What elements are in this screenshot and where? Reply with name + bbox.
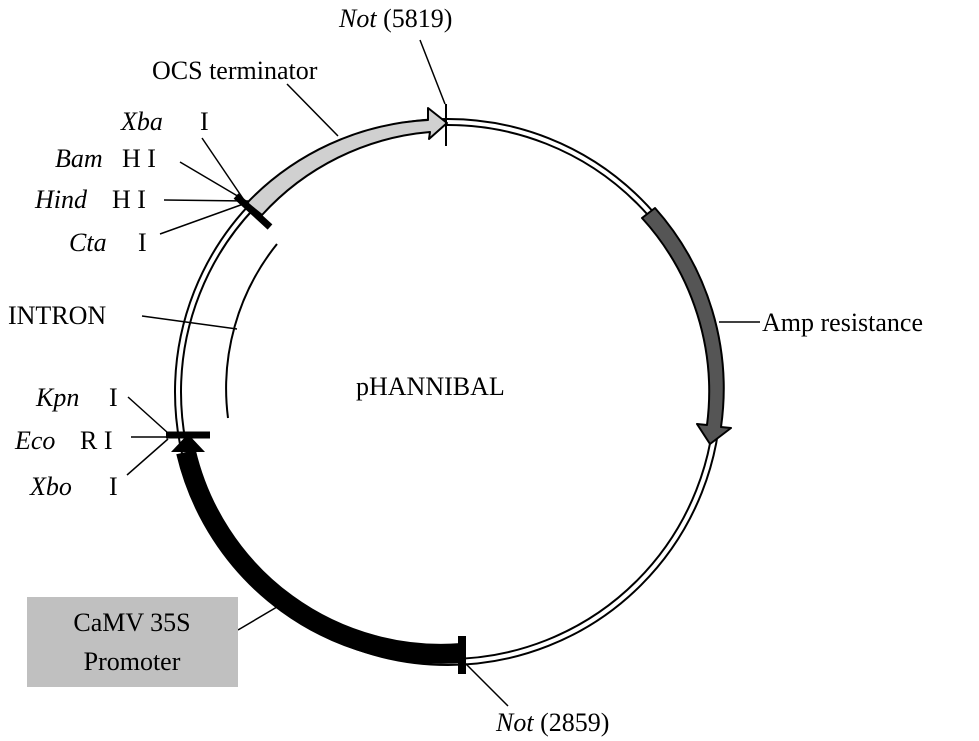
not-2859-site-mark <box>458 636 466 674</box>
ocs-terminator-body <box>246 107 448 216</box>
not-5819-label: Not (5819) <box>338 4 452 33</box>
kpn-leader <box>127 396 169 434</box>
camv-promoter-arrowhead <box>171 434 205 452</box>
not-2859-leader <box>461 659 509 707</box>
ocs-terminator-label: OCS terminator <box>152 56 318 85</box>
camv-label-line2: Promoter <box>84 647 181 676</box>
intron-arc <box>225 243 278 419</box>
hind-leader <box>163 199 249 202</box>
camv-leader <box>237 603 283 631</box>
xba-leader <box>201 137 245 201</box>
intron-label: INTRON <box>8 301 106 330</box>
plasmid-name: pHANNIBAL <box>356 372 505 401</box>
amp-resistance-label: Amp resistance <box>762 308 923 337</box>
intron-leader <box>141 315 238 330</box>
not-5819-leader <box>419 39 446 105</box>
cta-leader <box>159 201 250 235</box>
ocs-leader <box>286 83 339 137</box>
camv-label-line1: CaMV 35S <box>73 608 190 637</box>
camv-label-box <box>27 597 238 687</box>
not-2859-label: Not (2859) <box>495 708 609 737</box>
amp-resistance-body <box>641 207 732 445</box>
xbo-leader <box>126 438 169 476</box>
bam-leader <box>179 161 247 202</box>
camv-promoter-arc <box>176 449 463 664</box>
